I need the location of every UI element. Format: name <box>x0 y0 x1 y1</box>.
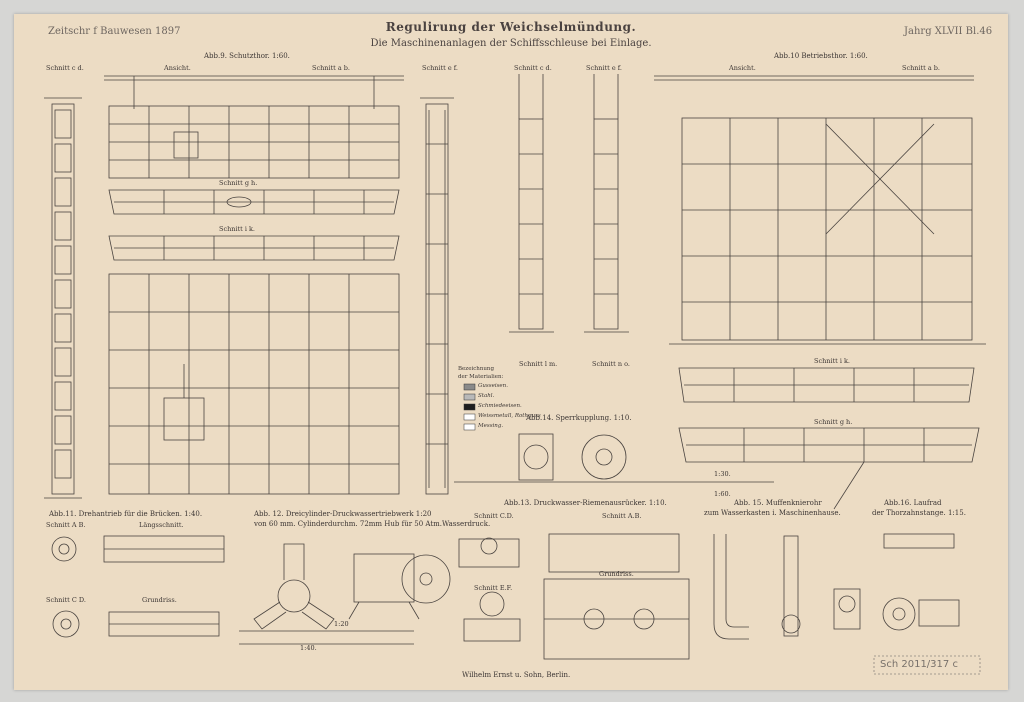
abb9-gate-elevation-drawing <box>108 273 400 495</box>
label-schnitt-AB-abb11: Schnitt A B. <box>46 521 86 529</box>
scale-label-1-20: 1:20 <box>334 620 349 628</box>
publisher-imprint: Wilhelm Ernst u. Sohn, Berlin. <box>462 671 571 679</box>
journal-reference: Zeitschr f Bauwesen 1897 <box>48 26 181 37</box>
abb14-drawing <box>454 433 654 483</box>
abb11-caption: Abb.11. Drehantrieb für die Brücken. 1:4… <box>49 510 203 518</box>
abb9-schnitt-ik-drawing <box>108 235 400 261</box>
legend-heading-1: Bezeichnung <box>458 366 494 372</box>
scale-label-1-40: 1:40. <box>300 644 317 652</box>
abb16-caption-line1: Abb.16. Laufrad <box>884 499 942 507</box>
abb16-caption-line2: der Thorzahnstange. 1:15. <box>872 509 966 517</box>
legend-item-schmiedeeisen: Schmiedeeisen. <box>478 403 522 409</box>
abb12-drawing <box>253 543 451 630</box>
label-schnitt-ab-abb10: Schnitt a b. <box>902 64 941 72</box>
scale-label-1-60: 1:60. <box>714 490 731 498</box>
abb15-caption-line1: Abb. 15. Muffenknierohr <box>734 499 822 507</box>
scale-label-1-30: 1:30. <box>714 470 731 478</box>
abb14-caption: Abb.14. Sperrkupplung. 1:10. <box>526 414 632 422</box>
abb9-caption: Abb.9. Schutzthor. 1:60. <box>204 52 290 60</box>
label-grundriss-abb13: Grundriss. <box>599 570 634 578</box>
label-schnitt-gh-abb10: Schnitt g h. <box>814 418 853 426</box>
label-schnitt-ef-middle: Schnitt e f. <box>586 64 622 72</box>
abb15-caption-line2: zum Wasserkasten i. Maschinenhause. <box>704 509 841 517</box>
label-schnitt-ik: Schnitt i k. <box>219 225 255 233</box>
label-schnitt-AB-abb13: Schnitt A.B. <box>602 512 642 520</box>
label-ansicht: Ansicht. <box>164 64 191 72</box>
legend-swatches <box>463 383 476 431</box>
legend-item-stahl: Stahl. <box>478 393 495 399</box>
label-schnitt-ik-abb10: Schnitt i k. <box>814 357 850 365</box>
abb12-caption-line1: Abb. 12. Dreicylinder-Druckwassertriebwe… <box>254 510 432 518</box>
page-subtitle: Die Maschinenanlagen der Schiffsschleuse… <box>370 38 652 49</box>
abb9-schnitt-cd-drawing <box>44 97 82 499</box>
abb9-ansicht-drawing <box>104 75 404 179</box>
legend-item-weissmetall: Weissmetall, Rothguss <box>478 413 541 419</box>
plate-number: Jahrg XLVII Bl.46 <box>904 26 993 37</box>
abb9-schnitt-ef-drawing <box>420 97 454 495</box>
inventory-note: Sch 2011/317 c <box>880 659 958 670</box>
label-schnitt-cd: Schnitt c d. <box>46 64 84 72</box>
label-schnitt-cd-middle: Schnitt c d. <box>514 64 552 72</box>
abb13-caption: Abb.13. Druckwasser-Riemenausrücker. 1:1… <box>504 499 667 507</box>
label-laengsschnitt: Längsschnitt. <box>139 521 184 529</box>
page-title: Regulirung der Weichselmündung. <box>385 20 637 34</box>
label-grundriss-abb11: Grundriss. <box>142 596 177 604</box>
legend-item-gusseisen: Gusseisen. <box>478 383 508 389</box>
middle-sections-drawing <box>509 74 629 333</box>
drawing-sheet: Zeitschr f Bauwesen 1897 Regulirung der … <box>14 14 1008 690</box>
legend-item-messing: Messing. <box>478 423 504 429</box>
abb15-drawing <box>713 534 801 640</box>
abb9-schnitt-gh-drawing <box>108 189 400 215</box>
abb12-caption-line2: von 60 mm. Cylinderdurchm. 72mm Hub für … <box>254 520 491 528</box>
label-schnitt-ab: Schnitt a b. <box>312 64 351 72</box>
abb10-plan-beams-drawing <box>678 367 980 510</box>
label-ansicht-abb10: Ansicht. <box>729 64 756 72</box>
scale-bars <box>239 481 774 645</box>
label-schnitt-CD-abb13: Schnitt C.D. <box>474 512 514 520</box>
label-schnitt-no: Schnitt n o. <box>592 360 630 368</box>
abb10-caption: Abb.10 Betriebsthor. 1:60. <box>774 52 868 60</box>
legend-heading-2: der Materialien: <box>458 374 504 380</box>
label-schnitt-gh: Schnitt g h. <box>219 179 258 187</box>
label-schnitt-lm: Schnitt l m. <box>519 360 558 368</box>
abb10-betriebsthor-drawing <box>654 75 986 345</box>
label-schnitt-ef: Schnitt e f. <box>422 64 458 72</box>
abb16-drawing <box>833 533 960 631</box>
abb11-drawing <box>51 535 225 638</box>
engineering-drawings <box>44 74 986 675</box>
abb13-drawing <box>458 533 690 660</box>
label-schnitt-CD-abb11: Schnitt C D. <box>46 596 86 604</box>
label-schnitt-EF: Schnitt E.F. <box>474 584 513 592</box>
inventory-stamp-box <box>873 655 981 675</box>
